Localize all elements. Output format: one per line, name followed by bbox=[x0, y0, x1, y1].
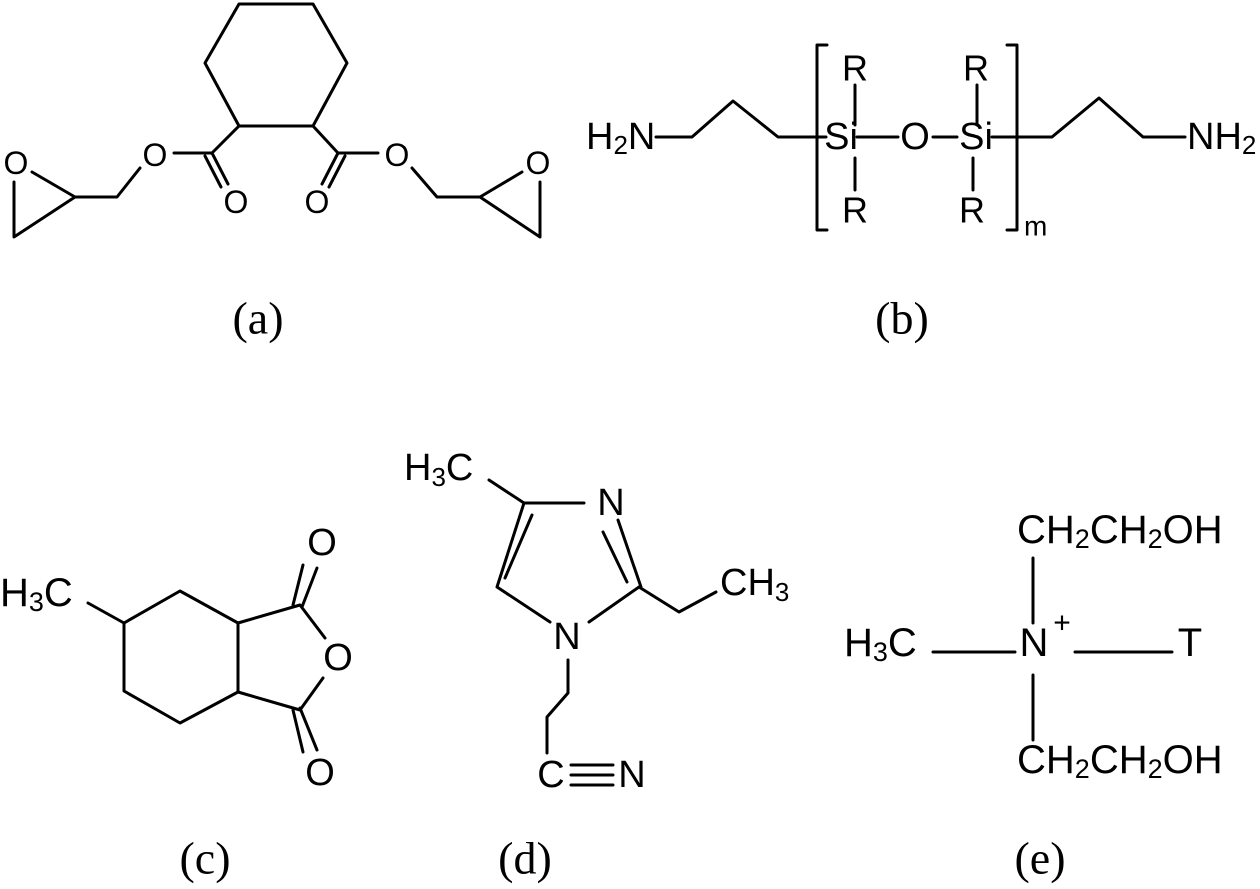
repeat-bracket-right bbox=[1005, 43, 1019, 232]
caption-e: (e) bbox=[1014, 833, 1065, 884]
anhydride-bonds bbox=[86, 563, 327, 754]
repeat-unit-m: m bbox=[1024, 211, 1047, 242]
atom-o-epoxide-right: O bbox=[526, 145, 551, 181]
imidazole-bonds bbox=[487, 478, 718, 755]
atom-o-siloxane: O bbox=[900, 116, 930, 158]
atom-si-1: Si bbox=[824, 116, 858, 158]
caption-b: (b) bbox=[875, 293, 929, 344]
atom-ch3: H3C bbox=[0, 571, 73, 617]
structure-a: O O O O O O (a) bbox=[4, 2, 551, 344]
atom-t: T bbox=[1178, 621, 1202, 665]
cyclohexane-ring bbox=[203, 2, 349, 128]
structure-e: CH2CH2OH H3C N + T CH2CH2OH (e) bbox=[844, 508, 1223, 884]
structure-d: H3C N N CH3 C N (d) bbox=[404, 447, 789, 884]
triple-bond bbox=[569, 763, 615, 787]
repeat-bracket-left bbox=[815, 43, 829, 232]
atom-o-epoxide-left: O bbox=[4, 145, 29, 181]
positive-charge: + bbox=[1053, 607, 1071, 640]
structure-c: H3C O O O (c) bbox=[0, 522, 353, 884]
atom-nh2-right: NH2 bbox=[1187, 116, 1256, 160]
right-ester-bonds bbox=[311, 124, 542, 239]
atom-o-ring: O bbox=[323, 637, 353, 679]
atom-si-2: Si bbox=[959, 116, 993, 158]
atom-o-carbonyl-left: O bbox=[224, 184, 249, 220]
caption-c: (c) bbox=[179, 833, 230, 884]
left-ester-bonds bbox=[12, 124, 241, 239]
left-propyl-chain bbox=[654, 99, 828, 139]
right-propyl-chain bbox=[990, 96, 1187, 139]
atom-r-2-bottom: R bbox=[959, 190, 985, 231]
atom-n3: N bbox=[597, 482, 624, 524]
atom-n1: N bbox=[553, 616, 580, 658]
atom-r-1-bottom: R bbox=[842, 190, 868, 231]
atom-ch3-methyl: H3C bbox=[404, 447, 473, 492]
siloxane-bonds bbox=[853, 83, 979, 192]
atom-c-nitrile: C bbox=[537, 754, 564, 796]
atom-ch2ch2oh-top: CH2CH2OH bbox=[1017, 508, 1223, 554]
cyclohexane-ring bbox=[122, 589, 240, 725]
atom-o-carbonyl-top: O bbox=[307, 522, 337, 564]
atom-o-ester-right: O bbox=[385, 137, 410, 173]
atom-r-2-top: R bbox=[963, 48, 989, 89]
caption-a: (a) bbox=[232, 293, 283, 344]
atom-ch3-ethyl: CH3 bbox=[720, 562, 789, 607]
atom-o-carbonyl-bottom: O bbox=[305, 752, 335, 794]
atom-o-ester-left: O bbox=[143, 137, 168, 173]
caption-d: (d) bbox=[498, 833, 552, 884]
atom-r-1-top: R bbox=[842, 48, 868, 89]
structure-b: H2N Si O Si R R R R m NH2 (b) bbox=[586, 43, 1256, 344]
atom-nh2-left: H2N bbox=[586, 116, 655, 160]
atom-n-plus: N bbox=[1020, 621, 1049, 665]
atom-ch3: H3C bbox=[844, 621, 917, 667]
atom-o-carbonyl-right: O bbox=[305, 184, 330, 220]
atom-ch2ch2oh-bottom: CH2CH2OH bbox=[1017, 738, 1223, 784]
ammonium-bonds bbox=[931, 556, 1174, 742]
atom-n-nitrile: N bbox=[618, 754, 645, 796]
